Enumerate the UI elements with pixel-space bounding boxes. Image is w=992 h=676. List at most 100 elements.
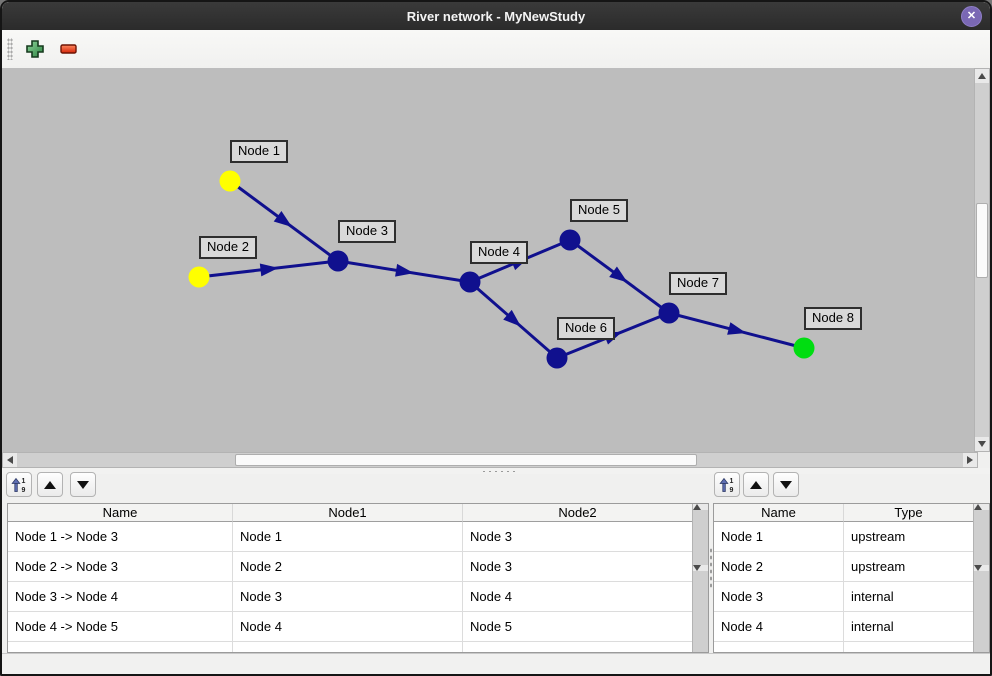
edge-arrow-icon <box>395 263 414 277</box>
graph-edge[interactable] <box>469 280 558 360</box>
node-label[interactable]: Node 3 <box>338 220 396 243</box>
node-label[interactable]: Node 6 <box>557 317 615 340</box>
table-cell[interactable] <box>8 642 233 652</box>
table-cell[interactable]: Node 4 -> Node 5 <box>8 612 233 642</box>
table-cell[interactable]: Node 4 <box>463 582 692 612</box>
add-node-button[interactable] <box>23 37 47 61</box>
nodes-sort-button[interactable]: 1 9 <box>714 472 740 497</box>
scroll-thumb[interactable] <box>693 510 705 565</box>
column-header[interactable]: Node2 <box>463 504 692 522</box>
remove-node-button[interactable] <box>57 37 81 61</box>
table-cell[interactable]: Node 2 -> Node 3 <box>8 552 233 582</box>
table-cell[interactable]: upstream <box>844 522 973 552</box>
close-button[interactable]: ✕ <box>961 6 982 27</box>
scroll-down-arrow[interactable] <box>974 565 989 571</box>
edge-arrow-icon <box>503 309 522 327</box>
down-triangle-icon <box>693 565 701 571</box>
table-cell[interactable]: Node 4 <box>714 612 844 642</box>
table-cell[interactable]: Node 1 -> Node 3 <box>8 522 233 552</box>
scroll-down-arrow[interactable] <box>975 437 989 451</box>
table-cell[interactable]: Node 3 <box>714 582 844 612</box>
scroll-thumb[interactable] <box>974 510 986 565</box>
horizontal-scroll-thumb[interactable] <box>235 454 697 466</box>
table-cell[interactable]: Node 2 <box>233 552 463 582</box>
scroll-up-arrow[interactable] <box>974 504 989 510</box>
graph-node[interactable] <box>793 337 815 359</box>
scroll-up-arrow[interactable] <box>693 504 708 510</box>
table-cell[interactable]: Node 4 <box>233 612 463 642</box>
node-label[interactable]: Node 7 <box>669 272 727 295</box>
graph-node[interactable] <box>559 229 581 251</box>
links-move-down-button[interactable] <box>70 472 96 497</box>
svg-text:1: 1 <box>22 478 26 485</box>
edge-arrow-icon <box>727 322 747 335</box>
scroll-up-arrow[interactable] <box>975 69 989 83</box>
table-cell[interactable]: Node 3 <box>463 552 692 582</box>
node-label[interactable]: Node 5 <box>570 199 628 222</box>
table-cell[interactable]: internal <box>844 582 973 612</box>
vertical-splitter[interactable] <box>709 547 714 589</box>
links-sort-button[interactable]: 1 9 <box>6 472 32 497</box>
graph-node[interactable] <box>188 266 210 288</box>
links-table-scrollbar[interactable] <box>692 504 708 652</box>
table-cell[interactable]: upstream <box>844 552 973 582</box>
canvas-horizontal-scrollbar[interactable] <box>2 452 978 468</box>
title-bar[interactable]: River network - MyNewStudy ✕ <box>2 2 990 30</box>
up-triangle-icon <box>974 504 982 510</box>
graph-node[interactable] <box>219 170 241 192</box>
vertical-scroll-thumb[interactable] <box>976 203 988 278</box>
nodes-move-down-button[interactable] <box>773 472 799 497</box>
down-triangle-icon <box>780 480 792 489</box>
graph-node[interactable] <box>658 302 680 324</box>
node-label[interactable]: Node 2 <box>199 236 257 259</box>
splitter-grip-icon <box>481 470 515 473</box>
table-cell[interactable]: Node 1 <box>714 522 844 552</box>
column-header[interactable]: Name <box>714 504 844 522</box>
main-toolbar <box>2 30 990 70</box>
network-svg <box>188 170 815 369</box>
graph-edge[interactable] <box>229 179 339 263</box>
up-triangle-icon <box>750 480 762 489</box>
horizontal-splitter[interactable] <box>2 468 990 474</box>
table-cell[interactable] <box>714 642 844 652</box>
graph-node[interactable] <box>459 271 481 293</box>
column-header[interactable]: Node1 <box>233 504 463 522</box>
left-triangle-icon <box>7 456 13 464</box>
table-cell[interactable]: Node 3 <box>463 522 692 552</box>
table-cell[interactable]: Node 5 <box>463 612 692 642</box>
graph-node[interactable] <box>546 347 568 369</box>
table-cell[interactable]: Node 1 <box>233 522 463 552</box>
table-cell[interactable]: Node 3 -> Node 4 <box>8 582 233 612</box>
table-cell[interactable]: Node 2 <box>714 552 844 582</box>
nodes-table-scrollbar[interactable] <box>973 504 989 652</box>
node-label[interactable]: Node 8 <box>804 307 862 330</box>
scroll-right-arrow[interactable] <box>963 453 977 467</box>
scroll-down-arrow[interactable] <box>693 565 708 571</box>
table-cell[interactable]: internal <box>844 612 973 642</box>
table-cell[interactable] <box>233 642 463 652</box>
table-cell[interactable] <box>463 642 692 652</box>
scroll-left-arrow[interactable] <box>3 453 17 467</box>
river-network-canvas[interactable]: Node 1 Node 2 Node 3 Node 4 Node 5 Node 6 Node… <box>2 68 974 452</box>
graph-edge[interactable] <box>569 238 670 315</box>
column-header[interactable]: Name <box>8 504 233 522</box>
red-bar-icon <box>60 44 77 54</box>
nodes-move-up-button[interactable] <box>743 472 769 497</box>
sort-1-9-icon: 1 9 <box>719 477 734 493</box>
node-label[interactable]: Node 4 <box>470 241 528 264</box>
column-header[interactable]: Type <box>844 504 973 522</box>
toolbar-drag-handle[interactable] <box>7 38 13 60</box>
svg-text:9: 9 <box>22 487 26 493</box>
links-move-up-button[interactable] <box>37 472 63 497</box>
graph-edge[interactable] <box>198 259 339 279</box>
table-cell[interactable] <box>844 642 973 652</box>
graph-node[interactable] <box>327 250 349 272</box>
graph-edge[interactable] <box>337 259 471 284</box>
node-label[interactable]: Node 1 <box>230 140 288 163</box>
graph-edge[interactable] <box>668 311 805 350</box>
down-triangle-icon <box>974 565 982 571</box>
canvas-vertical-scrollbar[interactable] <box>974 68 990 452</box>
table-cell[interactable]: Node 3 <box>233 582 463 612</box>
